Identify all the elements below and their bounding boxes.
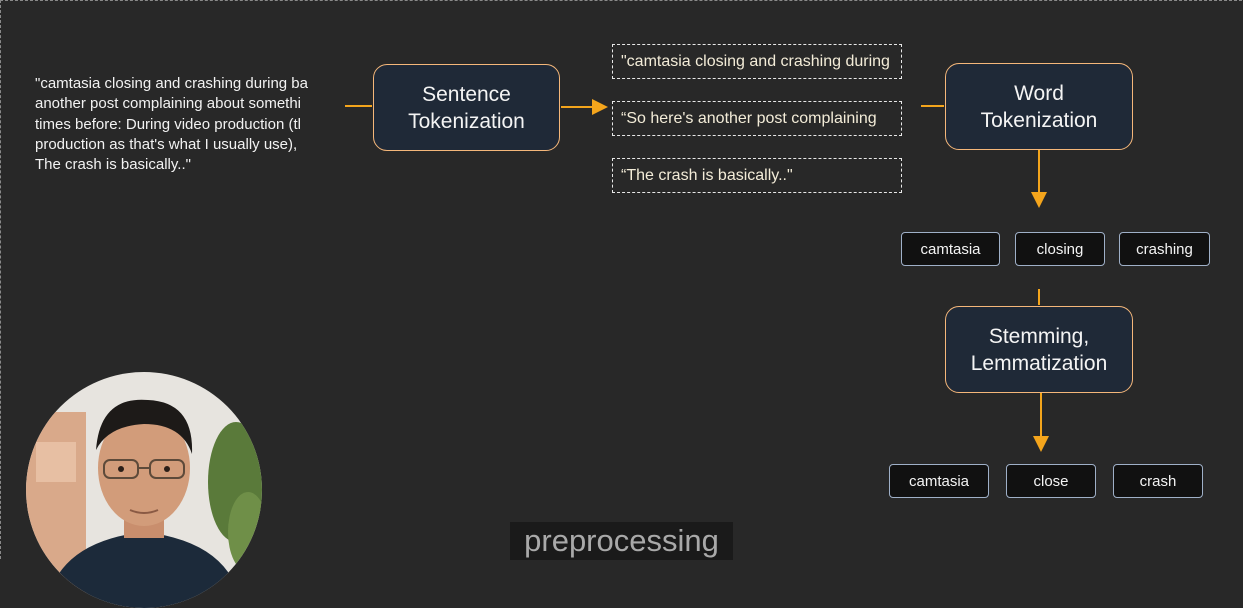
stemmed-token-chip: crash bbox=[1113, 464, 1203, 498]
input-line: "camtasia closing and crashing during ba bbox=[35, 75, 308, 92]
input-line: The crash is basically.." bbox=[35, 156, 191, 174]
connector-arrows bbox=[345, 99, 1049, 452]
stemmed-token-chip: close bbox=[1006, 464, 1096, 498]
input-paragraph: "camtasia closing and crashing during ba… bbox=[35, 74, 327, 178]
node-label: Sentence bbox=[422, 82, 511, 106]
sentence-tokenization-node: Sentence Tokenization bbox=[373, 64, 560, 151]
node-label: Word bbox=[1014, 81, 1064, 105]
sentence-box: “The crash is basically.." bbox=[612, 158, 902, 193]
word-tokenization-node: Word Tokenization bbox=[945, 63, 1133, 150]
node-label: Tokenization bbox=[980, 108, 1098, 132]
stemming-lemmatization-node: Stemming, Lemmatization bbox=[945, 306, 1133, 393]
presenter-webcam bbox=[26, 372, 262, 608]
sentence-box: “So here's another post complaining bbox=[612, 101, 902, 136]
input-line: another post complaining about somethi bbox=[35, 95, 302, 113]
presenter-illustration bbox=[26, 372, 262, 608]
input-line: production as that's what I usually use)… bbox=[35, 135, 298, 153]
node-label: Tokenization bbox=[408, 109, 525, 133]
word-token-chip: closing bbox=[1015, 232, 1105, 266]
word-token-chip: crashing bbox=[1119, 232, 1210, 266]
sentence-box: "camtasia closing and crashing during bbox=[612, 44, 902, 79]
input-line: times before: During video production (t… bbox=[35, 115, 301, 133]
node-label: Stemming, bbox=[988, 324, 1090, 348]
caption-subtitle: preprocessing bbox=[510, 522, 733, 560]
node-label: Lemmatization bbox=[970, 351, 1108, 375]
stemmed-token-chip: camtasia bbox=[889, 464, 989, 498]
word-token-chip: camtasia bbox=[901, 232, 1000, 266]
